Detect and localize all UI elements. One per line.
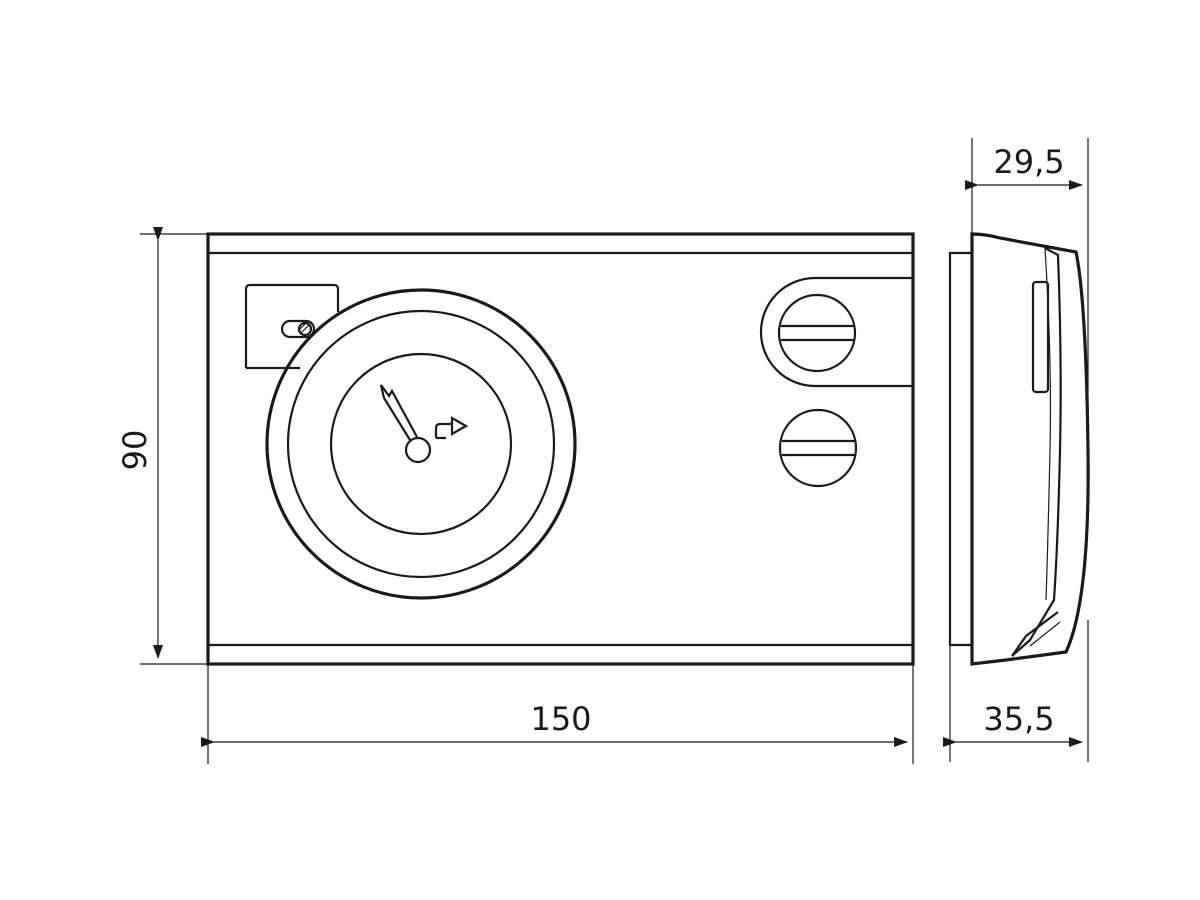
depth-top-dimension: 29,5 (965, 138, 1089, 450)
switch-panel (244, 283, 340, 370)
side-view (948, 232, 1090, 666)
width-label: 150 (530, 700, 591, 738)
slotted-screw-icon (778, 408, 858, 488)
width-dimension: 150 (201, 664, 914, 764)
height-dimension: 90 (116, 227, 208, 665)
slotted-screw-icon (759, 276, 913, 388)
toggle-switch-icon (280, 319, 316, 339)
dial (265, 288, 577, 600)
depth-top-label: 29,5 (993, 143, 1064, 181)
clock-hands-icon (379, 384, 469, 464)
height-label: 90 (116, 430, 154, 471)
depth-bottom-label: 35,5 (983, 700, 1054, 738)
depth-bottom-dimension: 35,5 (943, 620, 1089, 762)
front-view (206, 232, 915, 666)
